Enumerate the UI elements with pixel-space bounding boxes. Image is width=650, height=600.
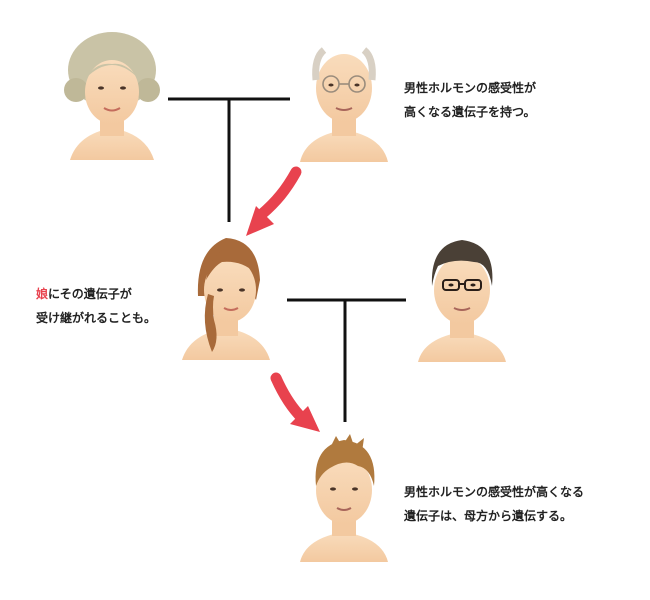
grandfather-note-line1: 男性ホルモンの感受性が [404,81,537,95]
mother-note: 娘にその遺伝子が 受け継がれることも。 [36,282,156,330]
mother-note-line2: 受け継がれることも。 [36,311,157,325]
mother-note-highlight: 娘 [36,287,49,301]
son-note: 男性ホルモンの感受性が高くなる 遺伝子は、母方から遺伝する。 [404,480,584,528]
grandfather-icon [300,47,388,162]
son-icon [300,434,388,562]
mother-note-line1: にその遺伝子が [48,287,132,301]
grandmother-icon [64,32,160,160]
son-note-line2: 遺伝子は、母方から遺伝する。 [404,509,573,523]
son-note-line1: 男性ホルモンの感受性が高くなる [404,485,585,499]
connector-lines [168,97,406,422]
inheritance-arrow-2 [270,372,320,432]
mother-icon [182,238,270,360]
grandfather-note-line2: 高くなる遺伝子を持つ。 [404,105,536,119]
grandfather-note: 男性ホルモンの感受性が 高くなる遺伝子を持つ。 [404,76,536,124]
inheritance-arrow-1 [246,166,302,236]
father-icon [418,240,506,362]
